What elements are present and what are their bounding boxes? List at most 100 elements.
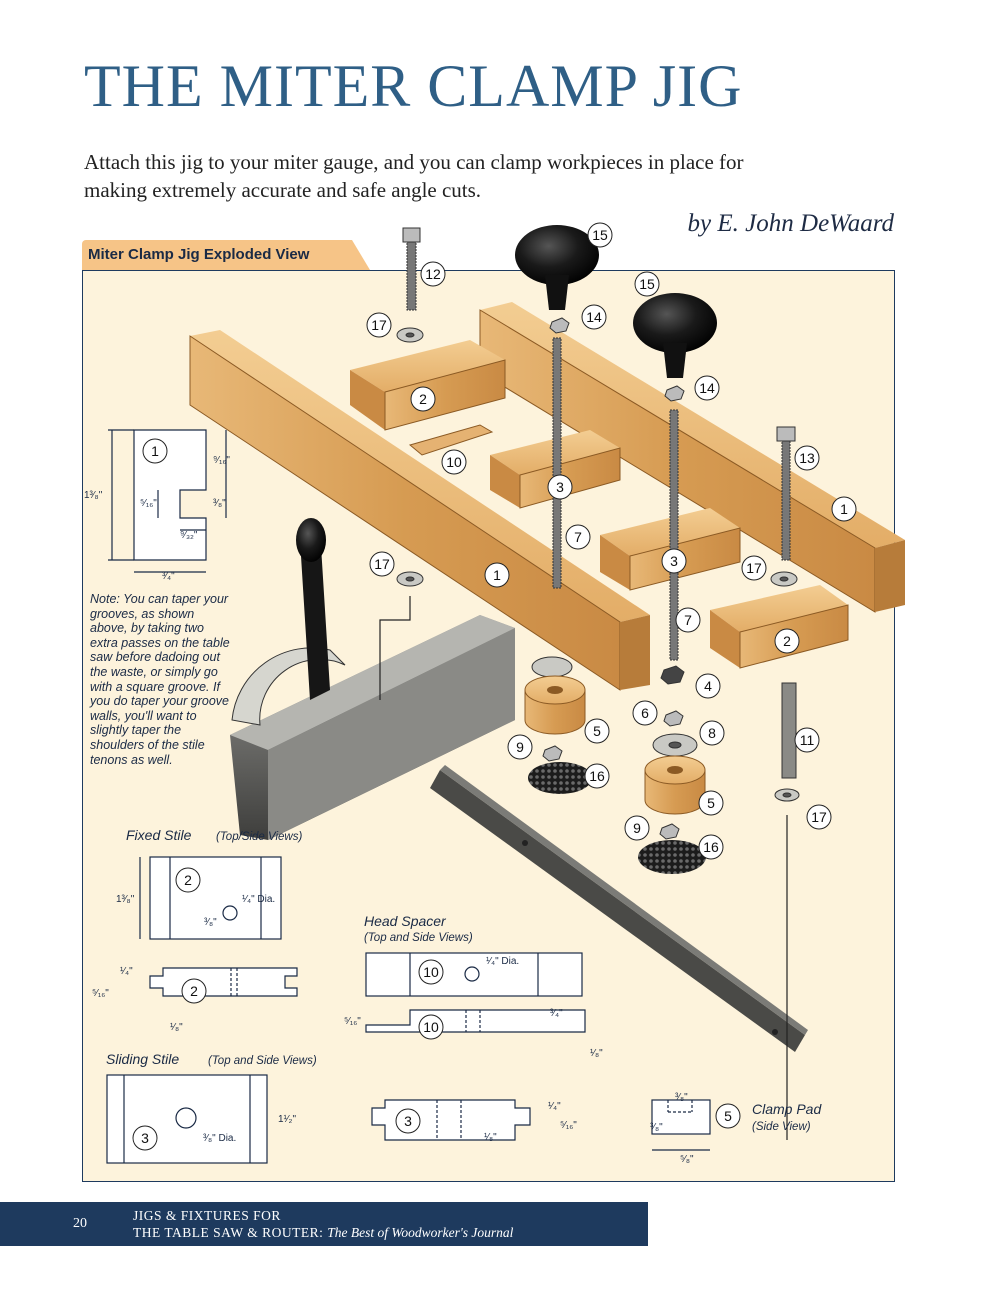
svg-text:³⁄₄": ³⁄₄"	[550, 1008, 563, 1019]
svg-text:⁵⁄₁₆": ⁵⁄₁₆"	[560, 1120, 577, 1131]
hardware	[396, 317, 800, 840]
callout-9a: 9	[507, 734, 533, 760]
svg-text:¹⁄₄": ¹⁄₄"	[548, 1101, 561, 1112]
callout-13: 13	[794, 445, 820, 471]
svg-text:16: 16	[589, 768, 605, 784]
callout-5b: 5	[698, 790, 724, 816]
svg-text:8: 8	[708, 725, 716, 741]
svg-text:16: 16	[703, 839, 719, 855]
callout-9b: 9	[624, 815, 650, 841]
callout-17a: 17	[366, 312, 392, 338]
svg-text:10: 10	[423, 1019, 439, 1035]
svg-text:5: 5	[707, 795, 715, 811]
page-footer: 20 JIGS & FIXTURES FOR THE TABLE SAW & R…	[0, 1202, 648, 1246]
svg-text:10: 10	[423, 964, 439, 980]
miter-gauge-bar	[430, 765, 808, 1052]
svg-text:¹⁄₈": ¹⁄₈"	[170, 1022, 183, 1033]
svg-text:¹⁄₄" Dia.: ¹⁄₄" Dia.	[242, 894, 275, 905]
fixed-stile-subtitle: (Top/Side Views)	[216, 831, 302, 843]
callout-10: 10	[441, 449, 467, 475]
svg-text:2: 2	[783, 633, 791, 649]
callout-11: 11	[794, 727, 820, 753]
callout-1a: 1	[831, 496, 857, 522]
callout-7b: 7	[675, 607, 701, 633]
sliding-stile-title: Sliding Stile	[106, 1051, 179, 1067]
svg-text:14: 14	[699, 380, 715, 396]
callout-14a: 14	[581, 304, 607, 330]
clamp-pad-drawing	[651, 1099, 711, 1151]
svg-text:2: 2	[190, 983, 198, 999]
fixed-stile-drawing	[139, 856, 298, 997]
svg-text:³⁄₈": ³⁄₈"	[675, 1092, 688, 1103]
svg-text:³⁄₈": ³⁄₈"	[213, 498, 226, 509]
svg-text:15: 15	[639, 276, 655, 292]
svg-text:7: 7	[684, 612, 692, 628]
figure-tab-label: Miter Clamp Jig Exploded View	[88, 246, 310, 263]
svg-text:1³⁄₈": 1³⁄₈"	[116, 894, 135, 905]
leader-lines	[379, 596, 788, 1140]
clamp-pad-title: Clamp Pad	[752, 1101, 822, 1117]
callout-7a: 7	[565, 524, 591, 550]
svg-text:17: 17	[374, 556, 390, 572]
callout-6: 6	[632, 700, 658, 726]
sliding-stile-subtitle: (Top and Side Views)	[208, 1055, 317, 1067]
fixed-stile-title: Fixed Stile	[126, 827, 192, 843]
clamp-pad-labels: 5 Clamp Pad (Side View) ³⁄₈" ³⁄₈" ⁵⁄₈"	[650, 1092, 822, 1165]
head-spacer-part	[408, 424, 494, 456]
svg-text:2: 2	[419, 391, 427, 407]
svg-text:3: 3	[141, 1130, 149, 1146]
clamp-pads	[524, 675, 706, 874]
svg-text:7: 7	[574, 529, 582, 545]
footer-line-2-italic: The Best of Woodworker's Journal	[327, 1225, 514, 1240]
svg-text:14: 14	[586, 309, 602, 325]
svg-text:1¹⁄₂": 1¹⁄₂"	[278, 1114, 296, 1125]
svg-text:13: 13	[799, 450, 815, 466]
svg-text:15: 15	[592, 227, 608, 243]
callout-2b: 2	[774, 628, 800, 654]
svg-text:6: 6	[641, 705, 649, 721]
svg-text:4: 4	[704, 678, 712, 694]
head-spacer-drawing	[365, 952, 586, 1033]
svg-text:³⁄₈": ³⁄₈"	[650, 1122, 663, 1133]
svg-text:17: 17	[371, 317, 387, 333]
front-rail	[189, 330, 650, 691]
svg-text:3: 3	[670, 553, 678, 569]
svg-text:5: 5	[593, 723, 601, 739]
fixed-stile-labels: 2 1³⁄₈" ¹⁄₄" Dia. ³⁄₈" 2 ¹⁄₄" ⁵⁄₁₆" ¹⁄₈"	[92, 867, 275, 1033]
article-title: THE MITER CLAMP JIG	[84, 53, 743, 119]
sliding-stile-labels: 3 ³⁄₈" Dia. 1¹⁄₂" 3 ¹⁄₄" ⁵⁄₁₆" ¹⁄₈"	[132, 1101, 577, 1151]
page-number: 20	[73, 1216, 87, 1231]
svg-text:11: 11	[800, 732, 815, 748]
callout-15b: 15	[634, 271, 660, 297]
callout-8: 8	[699, 720, 725, 746]
callout-17c: 17	[741, 555, 767, 581]
svg-text:⁵⁄₈": ⁵⁄₈"	[680, 1154, 694, 1165]
svg-text:1: 1	[151, 443, 159, 459]
svg-text:⁵⁄₁₆": ⁵⁄₁₆"	[92, 988, 109, 999]
miter-gauge-head	[230, 518, 515, 840]
svg-text:3: 3	[404, 1113, 412, 1129]
clamp-pad-subtitle: (Side View)	[752, 1121, 811, 1133]
svg-text:10: 10	[446, 454, 462, 470]
callout-2a: 2	[410, 386, 436, 412]
footer-line-2-plain: THE TABLE SAW & ROUTER:	[133, 1225, 328, 1240]
head-spacer-subtitle: (Top and Side Views)	[364, 932, 473, 944]
svg-text:1³⁄₈": 1³⁄₈"	[84, 490, 103, 501]
svg-text:1: 1	[840, 501, 848, 517]
svg-text:⁵⁄₁₆": ⁵⁄₁₆"	[140, 498, 157, 509]
svg-text:1: 1	[493, 567, 501, 583]
svg-text:3: 3	[556, 479, 564, 495]
callout-16b: 16	[698, 834, 724, 860]
svg-text:9: 9	[516, 739, 524, 755]
svg-text:⁹⁄₁₆": ⁹⁄₁₆"	[213, 455, 230, 466]
callout-3b: 3	[661, 548, 687, 574]
callout-16a: 16	[584, 763, 610, 789]
sliding-stile-drawing	[106, 1074, 531, 1164]
knobs	[515, 225, 717, 378]
svg-text:⁹⁄₃₂": ⁹⁄₃₂"	[180, 530, 198, 541]
article-byline: by E. John DeWaard	[687, 210, 894, 237]
callout-3a: 3	[547, 474, 573, 500]
svg-text:³⁄₈" Dia.: ³⁄₈" Dia.	[203, 1133, 236, 1144]
figure-tab: Miter Clamp Jig Exploded View	[82, 240, 370, 270]
